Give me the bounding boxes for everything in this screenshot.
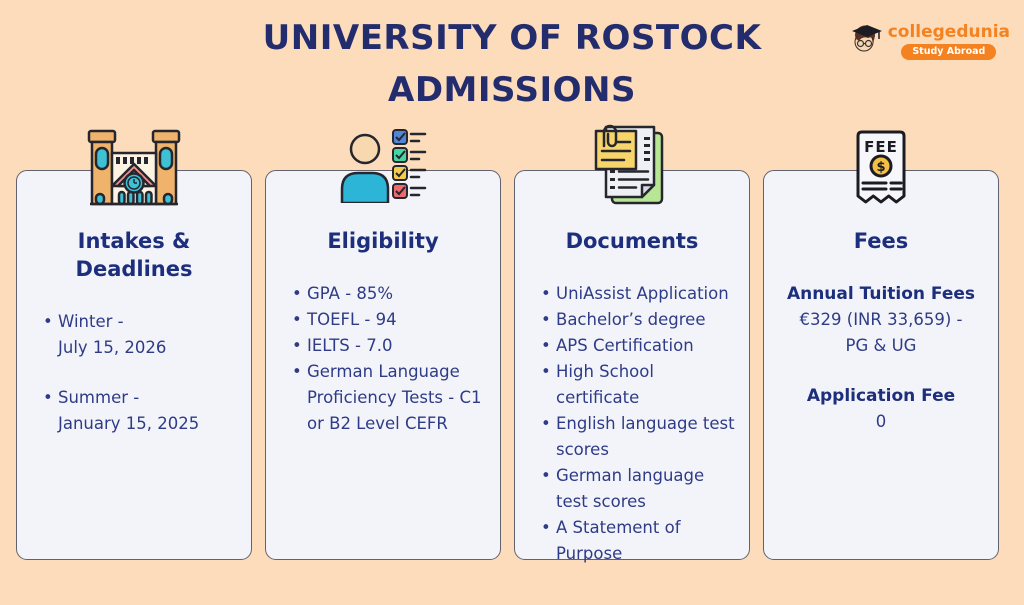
card-fees: FEE $ Fees Annual Tuition Fees €329 (INR (763, 130, 999, 560)
card-intakes-deadlines: Intakes & Deadlines Winter - July 15, 20… (16, 129, 252, 560)
list-item: APS Certification (541, 333, 735, 359)
card-title: Fees (853, 229, 909, 253)
dollar-symbol: $ (876, 160, 885, 175)
university-building-icon (82, 128, 186, 212)
card-title: Intakes & Deadlines (75, 229, 193, 281)
page-title-line1: UNIVERSITY OF ROSTOCK (262, 18, 762, 58)
eligibility-checklist-icon (339, 125, 427, 207)
fee-receipt-icon: FEE $ (850, 128, 912, 210)
list-item: High School certificate (541, 359, 735, 411)
documents-list: UniAssist Application Bachelor’s degree … (529, 281, 735, 567)
brand-name: collegedunia (887, 22, 1010, 42)
list-item: German language test scores (541, 463, 735, 515)
application-fee: Application Fee 0 (778, 383, 984, 435)
fee-value: 0 (875, 412, 887, 431)
card-title: Documents (565, 229, 699, 253)
list-item: Winter - July 15, 2026 (43, 309, 237, 361)
list-item: TOEFL - 94 (292, 307, 486, 333)
intakes-list: Winter - July 15, 2026 Summer - January … (31, 309, 237, 437)
fee-value: €329 (INR 33,659) - PG & UG (799, 310, 963, 355)
study-abroad-badge: Study Abroad (901, 44, 997, 60)
list-item: IELTS - 7.0 (292, 333, 486, 359)
list-item: Bachelor’s degree (541, 307, 735, 333)
graduate-mascot-icon (849, 22, 883, 58)
cards-row: Intakes & Deadlines Winter - July 15, 20… (16, 124, 999, 563)
annual-tuition-fees: Annual Tuition Fees €329 (INR 33,659) - … (778, 281, 984, 359)
list-item: A Statement of Purpose (541, 515, 735, 567)
fee-icon-label: FEE (864, 138, 898, 156)
page-title-line2: ADMISSIONS (388, 70, 636, 110)
documents-icon (594, 123, 670, 211)
collegedunia-logo: collegedunia Study Abroad (849, 22, 1010, 60)
list-item: German Language Proficiency Tests - C1 o… (292, 359, 486, 437)
eligibility-list: GPA - 85% TOEFL - 94 IELTS - 7.0 German … (280, 281, 486, 437)
card-documents: Documents UniAssist Application Bachelor… (514, 124, 750, 563)
list-item: UniAssist Application (541, 281, 735, 307)
list-item: English language test scores (541, 411, 735, 463)
page-title: UNIVERSITY OF ROSTOCK ADMISSIONS (0, 0, 1024, 116)
card-eligibility: Eligibility GPA - 85% TOEFL - 94 IELTS -… (265, 129, 501, 560)
card-title: Eligibility (327, 229, 439, 253)
fees-content: Annual Tuition Fees €329 (INR 33,659) - … (778, 281, 984, 435)
list-item: GPA - 85% (292, 281, 486, 307)
list-item: Summer - January 15, 2025 (43, 385, 237, 437)
